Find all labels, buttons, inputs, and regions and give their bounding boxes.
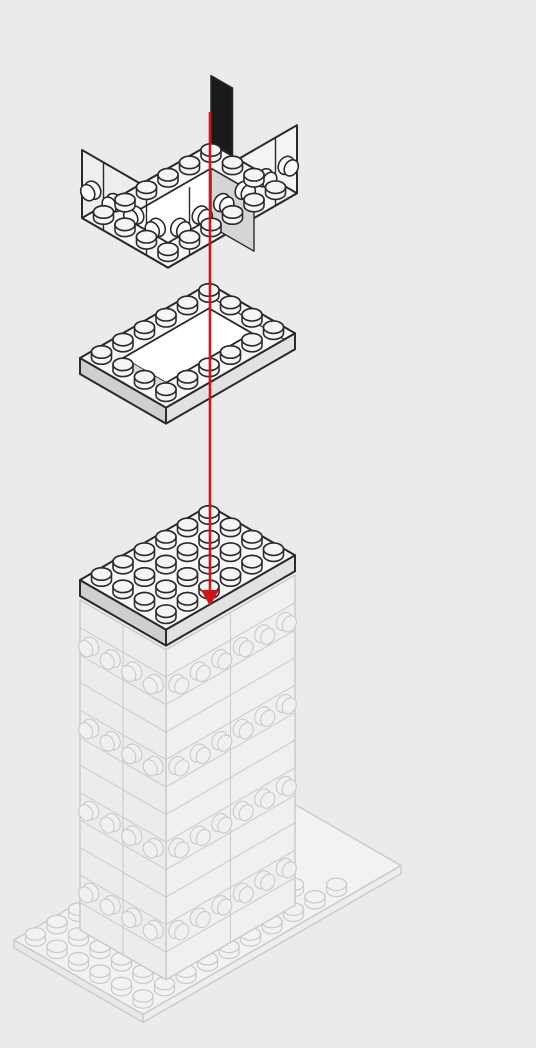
plate-frame-stud: [92, 346, 112, 364]
plate-stud: [156, 580, 176, 598]
ghost-previous-build: [14, 575, 401, 1022]
plate-stud: [221, 543, 241, 561]
plate-stud: [178, 518, 198, 536]
plate-frame-stud: [178, 371, 198, 389]
brick-frame-top-stud: [244, 193, 264, 211]
ghost-base-stud: [90, 965, 110, 983]
plate-frame-stud: [156, 383, 176, 401]
ghost-base-stud: [305, 891, 325, 909]
plate-stud: [221, 518, 241, 536]
plate-frame-stud: [113, 358, 133, 376]
plate-frame-stud: [135, 371, 155, 389]
brick-frame-top-stud: [180, 231, 200, 249]
plate-stud: [113, 580, 133, 598]
plate-stud: [135, 568, 155, 586]
brick-frame-top-stud: [158, 169, 178, 187]
plate-frame-stud: [156, 309, 176, 327]
plate-frame-stud: [242, 309, 262, 327]
brick-frame-4x6-with-side-studs: [78, 76, 301, 268]
plate-stud: [221, 568, 241, 586]
plate-frame-stud: [135, 321, 155, 339]
plate-frame-stud: [113, 333, 133, 351]
brick-frame-top-stud: [94, 206, 114, 224]
plate-stud: [135, 543, 155, 561]
plate-stud: [92, 568, 112, 586]
ghost-base-stud: [327, 878, 347, 896]
plate-stud: [178, 593, 198, 611]
brick-frame-top-stud: [223, 206, 243, 224]
brick-frame-top-stud: [115, 218, 135, 236]
ghost-base-stud: [47, 915, 67, 933]
plate-frame-stud: [264, 321, 284, 339]
plate-frame-stud: [178, 296, 198, 314]
brick-frame-top-stud: [115, 193, 135, 211]
plate-stud: [135, 593, 155, 611]
brick-frame-top-stud: [158, 243, 178, 261]
plate-stud: [156, 605, 176, 623]
plate-stud: [156, 555, 176, 573]
plate-frame-4x6: [80, 284, 295, 424]
plate-stud: [178, 568, 198, 586]
brick-frame-top-stud: [137, 181, 157, 199]
ghost-base-stud: [112, 977, 132, 995]
brick-frame-top-stud: [266, 181, 286, 199]
plate-stud: [156, 531, 176, 549]
ghost-base-stud: [69, 953, 89, 971]
brick-frame-top-stud: [137, 231, 157, 249]
ghost-base-stud: [47, 940, 67, 958]
brick-frame-top-stud: [223, 156, 243, 174]
plate-stud: [113, 555, 133, 573]
plate-stud: [242, 555, 262, 573]
plate-stud: [242, 531, 262, 549]
ghost-base-stud: [133, 990, 153, 1008]
plate-stud: [264, 543, 284, 561]
brick-frame-top-stud: [244, 169, 264, 187]
plate-stud: [178, 543, 198, 561]
plate-frame-stud: [242, 333, 262, 351]
brick-frame-top-stud: [180, 156, 200, 174]
plate-frame-stud: [221, 296, 241, 314]
ghost-base-stud: [155, 977, 175, 995]
ghost-base-stud: [26, 928, 46, 946]
plate-frame-stud: [221, 346, 241, 364]
